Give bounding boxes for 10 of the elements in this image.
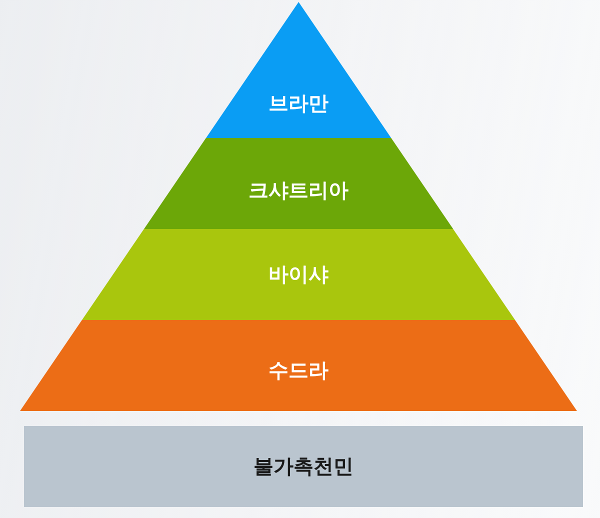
base-band (24, 426, 583, 507)
tier-label: 브라만 (268, 91, 328, 115)
pyramid-tier (206, 2, 392, 138)
tier-label: 바이샤 (268, 262, 328, 286)
pyramid-tier (82, 229, 516, 320)
pyramid-tier (144, 138, 454, 229)
tier-label: 수드라 (268, 358, 328, 382)
pyramid-tier (20, 320, 577, 411)
tier-label: 크샤트리아 (248, 178, 348, 202)
tier-label: 불가촉천민 (254, 454, 354, 478)
